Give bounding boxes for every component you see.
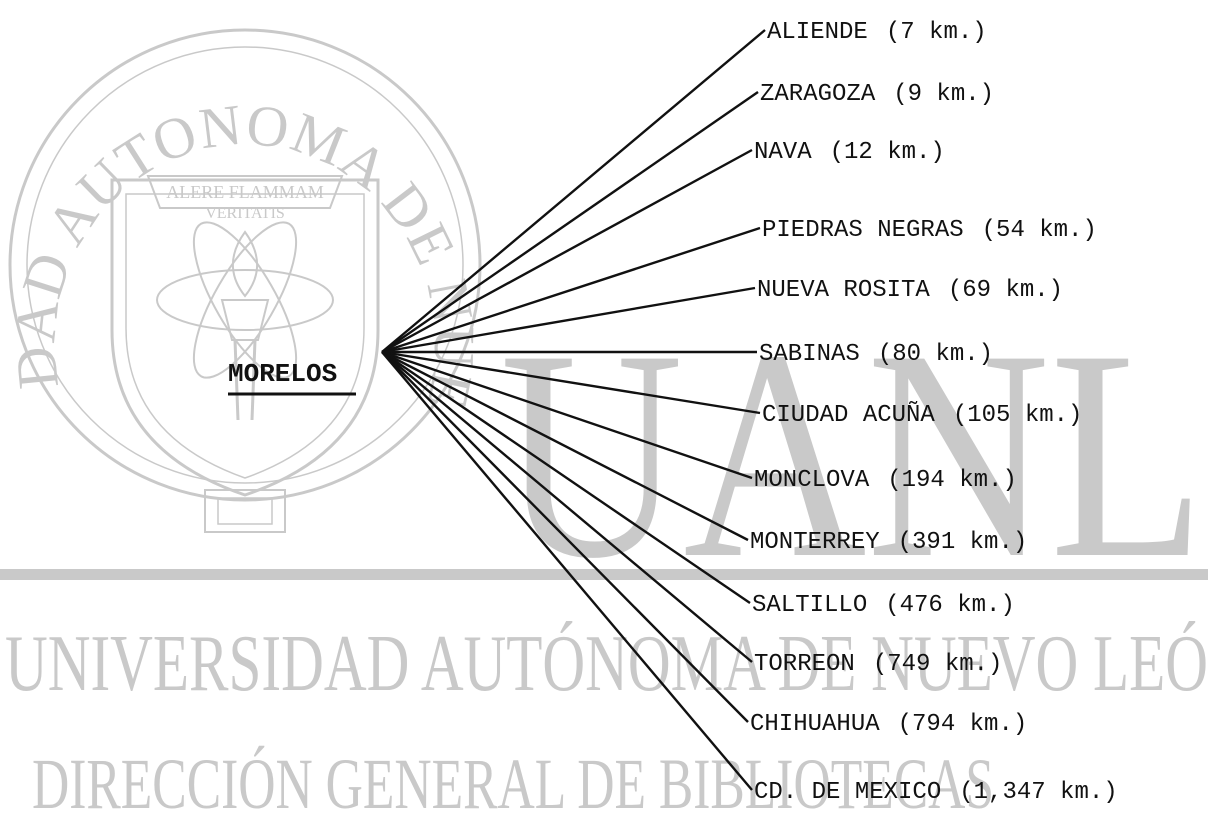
spoke-line [381, 148, 753, 354]
destination-label: TORREON (749 km.) [754, 651, 1002, 678]
destination-name: NAVA [754, 139, 812, 166]
origin-label: MORELOS [228, 359, 337, 389]
spoke-line [381, 29, 766, 353]
diagram-spokes [381, 29, 766, 791]
spoke-line [381, 351, 751, 604]
destination-distance: (391 km.) [898, 529, 1028, 556]
destination-name: SABINAS [759, 341, 860, 368]
destination-distance: (749 km.) [873, 651, 1003, 678]
destination-distance: (54 km.) [982, 217, 1097, 244]
destination-name: CIUDAD ACUÑA [762, 401, 935, 429]
university-seal-logo [8, 28, 482, 533]
spoke-line [381, 351, 753, 663]
spoke-line [381, 91, 759, 353]
destination-name: MONTERREY [750, 529, 880, 556]
destination-distance: (69 km.) [948, 277, 1063, 304]
destination-label: CIUDAD ACUÑA (105 km.) [762, 401, 1082, 429]
spoke-line [381, 350, 753, 480]
distance-diagram: MORELOS ALIENDE (7 km.) ZARAGOZA (9 km.) NAV… [228, 19, 1118, 806]
destination-label: MONTERREY (391 km.) [750, 529, 1027, 556]
spoke-line [381, 351, 753, 791]
watermark-university-line: UNIVERSIDAD AUTÓNOMA DE NUEVO LEÓ [5, 620, 1208, 708]
destination-distance: (80 km.) [878, 341, 993, 368]
seal-motto-line1: ALERE FLAMMAM [166, 182, 324, 202]
destination-label: PIEDRAS NEGRAS (54 km.) [762, 217, 1097, 244]
destination-distance: (194 km.) [887, 467, 1017, 494]
destination-label: CHIHUAHUA (794 km.) [750, 711, 1027, 738]
spoke-line [381, 226, 761, 354]
destination-distance: (12 km.) [830, 139, 945, 166]
destination-distance: (794 km.) [898, 711, 1028, 738]
watermark-rule [0, 569, 1208, 580]
destination-label: SALTILLO (476 km.) [752, 592, 1015, 619]
spoke-line [381, 350, 761, 415]
destination-name: SALTILLO [752, 592, 867, 619]
destination-name: TORREON [754, 651, 855, 678]
spoke-line [381, 350, 749, 542]
destination-name: ZARAGOZA [760, 81, 876, 108]
uanl-big-letters: UANL [500, 288, 1205, 620]
watermark-direction-line: DIRECCIÓN GENERAL DE BIBLIOTECAS [32, 744, 994, 813]
destination-distance: (9 km.) [893, 81, 994, 108]
destination-label: NUEVA ROSITA (69 km.) [757, 277, 1063, 304]
spoke-line [381, 351, 749, 723]
destination-name: CHIHUAHUA [750, 711, 880, 738]
destination-name: MONCLOVA [754, 467, 870, 494]
destination-distance: (105 km.) [953, 402, 1083, 429]
destination-label: SABINAS (80 km.) [759, 341, 993, 368]
destination-label: ZARAGOZA (9 km.) [760, 81, 994, 108]
destination-label: MONCLOVA (194 km.) [754, 467, 1017, 494]
destination-name: PIEDRAS NEGRAS [762, 217, 964, 244]
destination-distance: (476 km.) [885, 592, 1015, 619]
spoke-line [381, 286, 756, 354]
destination-distance: (7 km.) [886, 19, 987, 46]
destination-label: ALIENDE (7 km.) [767, 19, 987, 46]
destination-labels: ALIENDE (7 km.) ZARAGOZA (9 km.) NAVA (12 km.… [750, 19, 1118, 806]
seal-motto-line2: VERITATIS [205, 205, 285, 222]
destination-label: CD. DE MEXICO (1,347 km.) [754, 779, 1118, 806]
destination-distance: (1,347 km.) [959, 779, 1117, 806]
destination-name: NUEVA ROSITA [757, 277, 930, 304]
destination-label: NAVA (12 km.) [754, 139, 945, 166]
destination-name: CD. DE MEXICO [754, 779, 941, 806]
destination-name: ALIENDE [767, 19, 868, 46]
